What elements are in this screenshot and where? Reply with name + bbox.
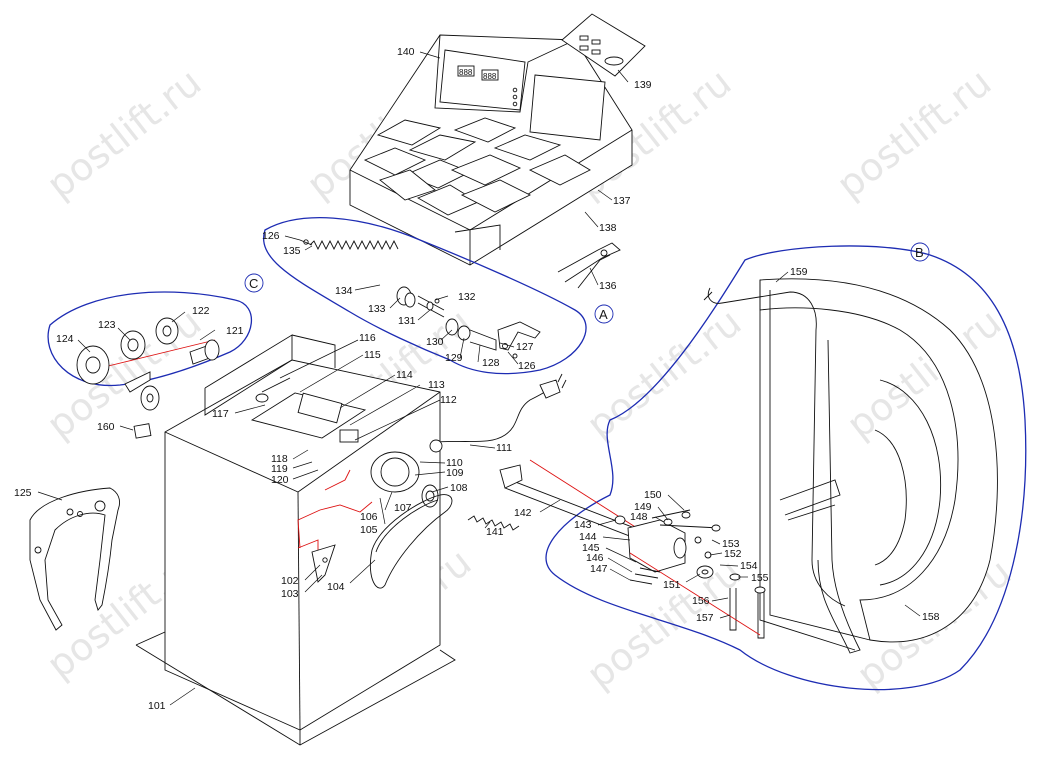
part-label-140: 140 [397,46,415,58]
part-label-104: 104 [327,581,345,593]
part-label-150: 150 [644,489,662,501]
part-label-124: 124 [56,333,74,345]
part-label-135: 135 [283,245,301,257]
wheel-guard-assembly [499,245,1027,691]
part-label-108: 108 [450,482,468,494]
part-label-156: 156 [692,595,710,607]
part-label-112: 112 [440,394,457,406]
part-label-129: 129 [445,352,463,364]
part-label-144: 144 [579,531,597,543]
part-label-155: 155 [751,572,769,584]
part-label-102: 102 [281,575,299,587]
display-right: 888 [483,72,497,81]
control-console: 888 888 [349,34,633,266]
part-label-113: 113 [428,379,445,391]
part-label-153: 153 [722,538,740,550]
part-label-148: 148 [630,511,648,523]
part-label-123: 123 [98,319,116,331]
part-label-116: 116 [359,332,376,344]
part-label-119: 119 [271,463,288,475]
cabinet [135,334,456,746]
part-label-114: 114 [396,369,413,381]
part-label-132: 132 [458,291,476,303]
part-label-141: 141 [486,526,504,538]
part-label-136: 136 [599,280,617,292]
part-labels: 140 139 137 138 136 126 135 134 133 132 … [14,46,940,712]
part-label-118: 118 [271,453,288,465]
part-label-157: 157 [696,612,714,624]
watermark: postlift.ru [828,60,999,207]
part-label-151: 151 [663,579,681,591]
part-label-105: 105 [360,524,378,536]
part-label-147: 147 [590,563,608,575]
power-cable [429,373,567,453]
part-label-133: 133 [368,303,386,315]
part-label-134: 134 [335,285,353,297]
part-label-117: 117 [212,408,229,420]
part-label-154: 154 [740,560,758,572]
group-label-a: A [599,307,608,322]
part-label-158: 158 [922,611,940,623]
part-label-159: 159 [790,266,808,278]
keypad [561,13,646,77]
part-label-131: 131 [398,315,416,327]
hood-bracket [29,487,121,631]
group-label-b: B [915,245,924,260]
part-label-126-top: 126 [262,230,280,242]
group-markers: A B C [244,242,930,324]
part-label-101: 101 [148,700,166,712]
part-label-120: 120 [271,474,289,486]
part-label-111: 111 [496,442,512,454]
part-label-121: 121 [226,325,244,337]
part-label-146: 146 [586,552,604,564]
weight-pliers [557,242,621,289]
part-label-137: 137 [613,195,631,207]
part-label-138: 138 [599,222,617,234]
part-label-103: 103 [281,588,299,600]
part-label-106: 106 [360,511,378,523]
part-label-115: 115 [364,349,381,361]
shaft-assembly [262,217,587,375]
part-label-127: 127 [516,341,534,353]
part-label-126-bottom: 126 [518,360,536,372]
part-label-109: 109 [446,467,464,479]
leader-lines [37,51,921,706]
part-label-130: 130 [426,336,444,348]
part-label-143: 143 [574,519,592,531]
part-label-107: 107 [394,502,412,514]
watermark: postlift.ru [578,300,749,447]
part-label-145: 145 [582,542,600,554]
group-label-c: C [249,276,258,291]
part-label-125: 125 [14,487,32,499]
display-left: 888 [459,68,473,77]
part-label-152: 152 [724,548,742,560]
tension-spring [467,515,520,531]
watermark: postlift.ru [38,60,209,207]
flange-set [47,291,252,439]
part-label-149: 149 [634,501,652,513]
part-label-110: 110 [446,457,463,469]
part-label-160: 160 [97,421,115,433]
part-label-139: 139 [634,79,652,91]
part-label-128: 128 [482,357,500,369]
part-label-122: 122 [192,305,210,317]
part-label-142: 142 [514,507,532,519]
